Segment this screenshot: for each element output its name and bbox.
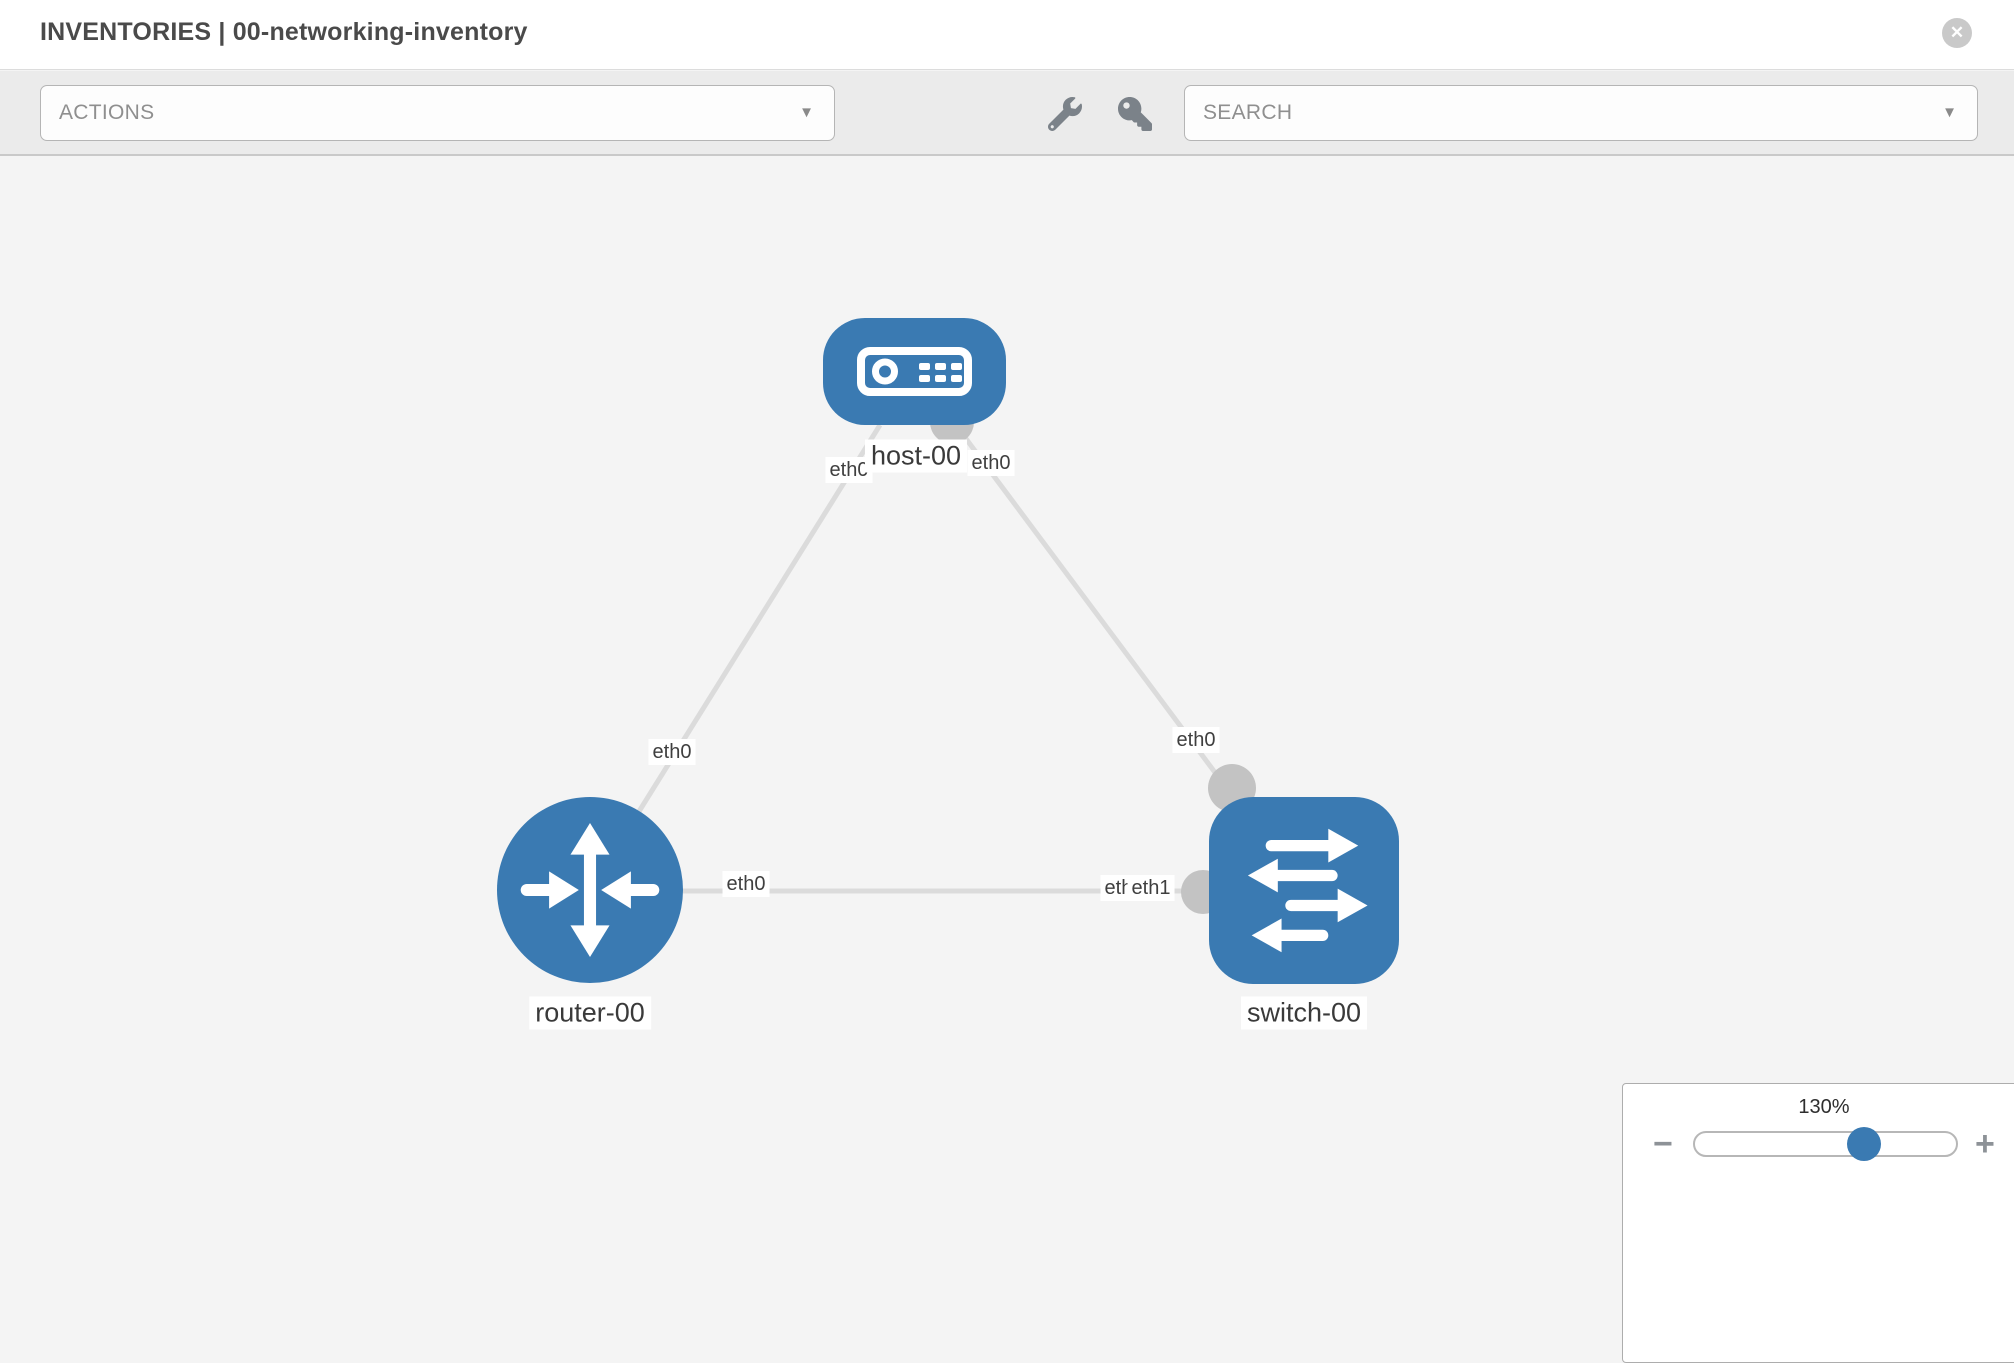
- key-icon[interactable]: [1118, 97, 1152, 131]
- chevron-down-icon: ▼: [799, 104, 814, 121]
- wrench-icon[interactable]: [1047, 97, 1082, 132]
- interface-label: eth0: [967, 450, 1015, 476]
- node-label-host-00: host-00: [864, 439, 968, 473]
- node-host-00[interactable]: [823, 318, 1006, 425]
- zoom-control-panel: 130% − +: [1622, 1083, 2014, 1363]
- node-label-router-00: router-00: [529, 996, 651, 1030]
- interface-label: eth0: [825, 457, 873, 483]
- actions-dropdown-label: ACTIONS: [59, 101, 155, 124]
- topology-canvas[interactable]: eth0 eth0 eth0 eth0 eth0 eth0 eth1 host-…: [0, 156, 2014, 1363]
- toolbar: ACTIONS ▼ SEARCH ▼: [0, 71, 2014, 156]
- topology-links-layer: [560, 400, 1310, 914]
- interface-label: eth0: [648, 739, 696, 765]
- search-placeholder: SEARCH: [1203, 101, 1293, 124]
- zoom-slider-track[interactable]: [1693, 1131, 1958, 1157]
- zoom-level-value: 130%: [1798, 1096, 1850, 1118]
- node-label-switch-00: switch-00: [1240, 996, 1368, 1030]
- interface-label: eth0: [1172, 727, 1220, 753]
- chevron-down-icon: ▼: [1942, 104, 1957, 121]
- interface-label: eth0: [722, 871, 770, 897]
- search-dropdown[interactable]: SEARCH ▼: [1184, 85, 1978, 141]
- node-router-00[interactable]: [497, 797, 683, 983]
- zoom-in-button[interactable]: +: [1975, 1125, 1995, 1163]
- zoom-slider-thumb[interactable]: [1847, 1127, 1881, 1161]
- node-switch-00[interactable]: [1209, 797, 1399, 984]
- zoom-out-button[interactable]: −: [1653, 1125, 1673, 1163]
- actions-dropdown[interactable]: ACTIONS ▼: [40, 85, 835, 141]
- close-icon[interactable]: ✕: [1942, 18, 1972, 48]
- header-bar: INVENTORIES | 00-networking-inventory ✕: [0, 0, 2014, 70]
- interface-label: eth1: [1127, 875, 1175, 901]
- page-title: INVENTORIES | 00-networking-inventory: [40, 18, 528, 46]
